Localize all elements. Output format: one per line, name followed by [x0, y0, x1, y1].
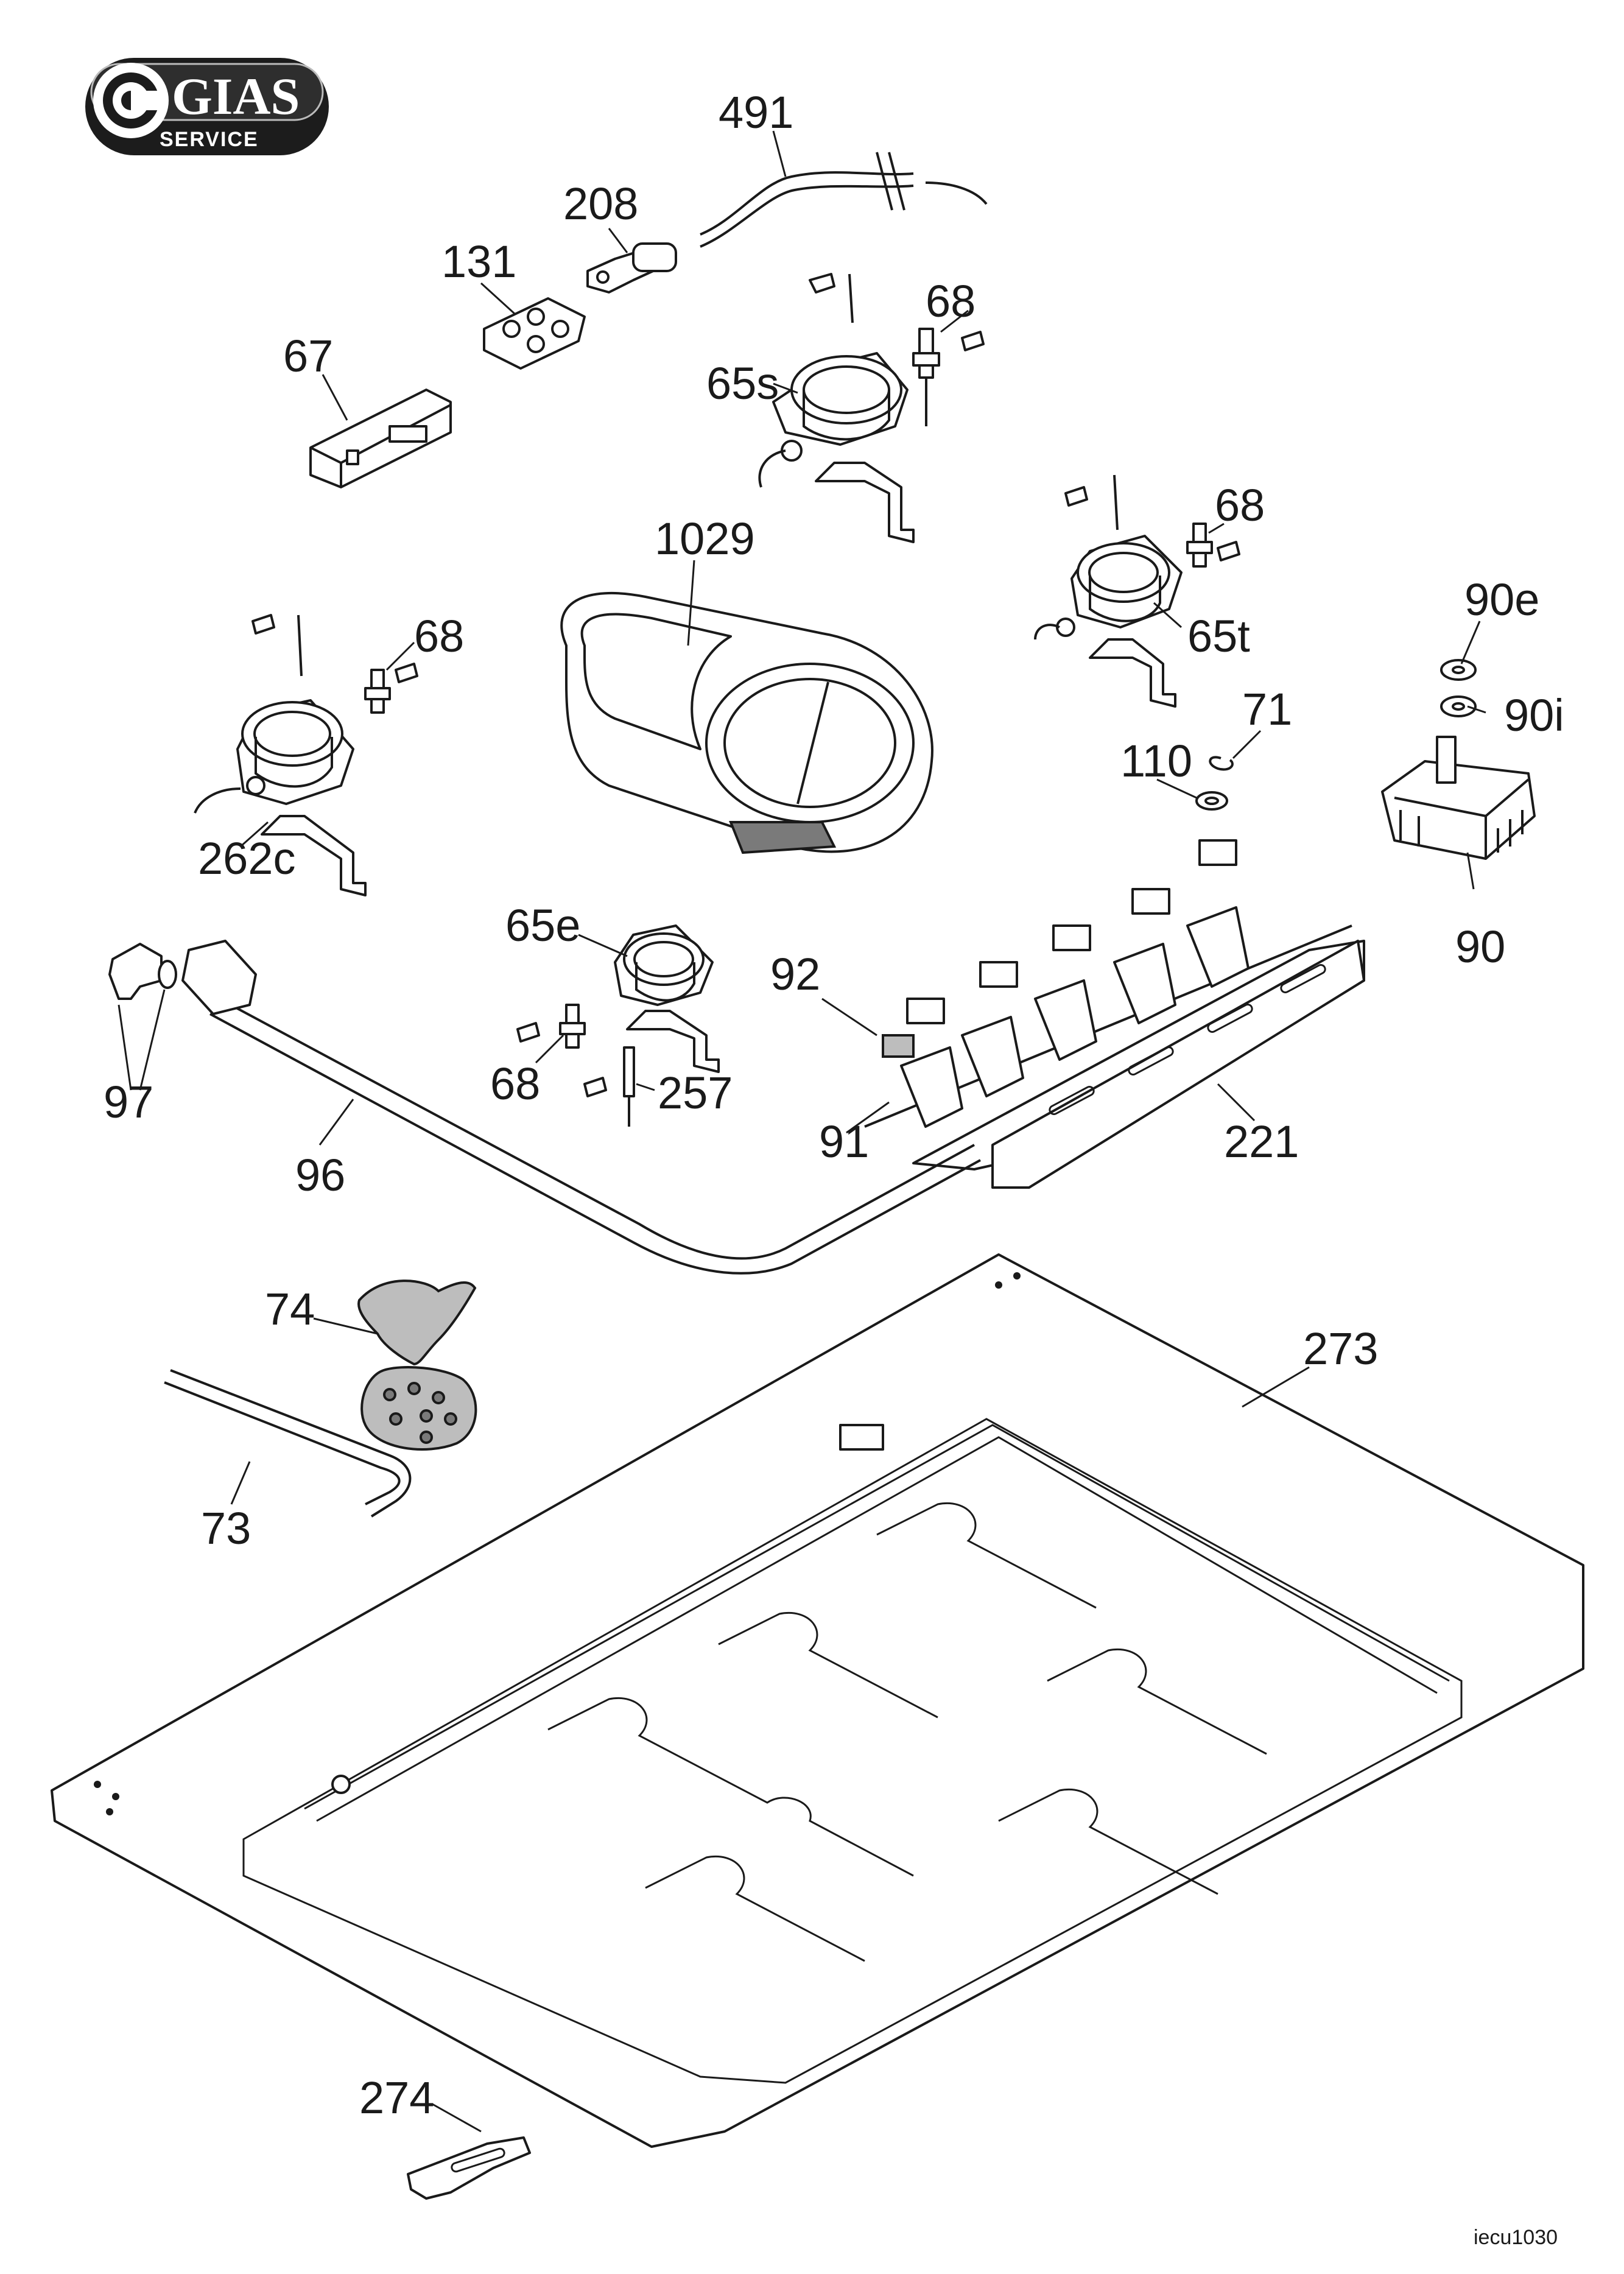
part-65e-burner-cup	[614, 924, 720, 1073]
part-65t-burner-cup	[1034, 535, 1183, 708]
callout-110: 110	[1120, 736, 1192, 786]
clip-icon	[961, 331, 985, 351]
leader-90i	[1467, 705, 1486, 714]
leader-91	[846, 1101, 890, 1134]
callout-73: 73	[201, 1503, 251, 1554]
part-68a-electrode	[912, 328, 940, 426]
leader-67	[322, 374, 348, 421]
callout-257: 257	[658, 1068, 733, 1118]
leader-257	[636, 1083, 655, 1091]
callout-274: 274	[359, 2072, 434, 2123]
leader-68d	[535, 1034, 564, 1064]
part-68c-electrode	[364, 669, 391, 714]
leader-73	[230, 1461, 251, 1505]
part-221-bracket	[912, 940, 1365, 1189]
part-131-terminal-block	[483, 297, 586, 370]
callout-92: 92	[770, 949, 820, 999]
callout-262c: 262c	[198, 833, 295, 884]
leader-71	[1232, 730, 1262, 759]
callout-65t: 65t	[1187, 611, 1250, 661]
leader-274	[432, 2103, 482, 2133]
callout-65e: 65e	[505, 900, 580, 951]
gias-service-logo: GIAS SERVICE	[85, 58, 329, 155]
leader-110	[1156, 778, 1197, 799]
spark-wire	[297, 614, 303, 677]
part-257-spark-electrode	[623, 1046, 635, 1127]
part-110-seal	[1195, 791, 1228, 811]
leader-65s	[773, 382, 798, 394]
leader-262c	[240, 821, 269, 848]
clip-icon	[516, 1022, 540, 1043]
clip-icon	[583, 1077, 607, 1097]
clip-icon	[1217, 541, 1240, 561]
leader-221	[1217, 1083, 1256, 1122]
callout-68-right: 68	[1215, 480, 1265, 530]
leader-90e	[1460, 621, 1481, 664]
part-491-cable	[700, 152, 988, 248]
part-1029-gasket	[560, 591, 933, 854]
spark-wire	[848, 273, 854, 323]
part-90i-washer	[1440, 695, 1477, 717]
callout-68-lower: 68	[490, 1058, 540, 1109]
callout-65s: 65s	[706, 358, 779, 409]
leader-90	[1466, 852, 1475, 890]
clip-icon	[395, 663, 418, 683]
part-208-clamp	[586, 242, 677, 294]
callout-221: 221	[1224, 1116, 1299, 1167]
part-273-base-tray	[51, 1253, 1584, 2148]
clip-icon	[809, 273, 835, 294]
leader-92	[821, 998, 877, 1037]
part-74-injector-bag	[357, 1280, 477, 1451]
leader-273	[1242, 1366, 1310, 1408]
leader-96	[318, 1099, 354, 1146]
leader-65t	[1153, 602, 1182, 628]
drawing-code: iecu1030	[1474, 2226, 1558, 2249]
callout-91: 91	[819, 1116, 869, 1167]
callout-68-top: 68	[926, 276, 975, 326]
callout-90: 90	[1455, 921, 1505, 972]
part-68d-electrode	[559, 1004, 586, 1049]
callout-90i: 90i	[1504, 690, 1564, 741]
logo-brand-text: GIAS	[172, 67, 300, 125]
logo-service-text: SERVICE	[160, 128, 259, 151]
callout-74: 74	[265, 1284, 315, 1334]
callout-273: 273	[1303, 1323, 1378, 1374]
callout-491: 491	[719, 87, 793, 138]
part-71-clip	[1209, 756, 1234, 771]
clip-icon	[1064, 486, 1088, 507]
leader-97	[118, 989, 166, 1091]
leader-68a	[940, 309, 969, 333]
part-68b-electrode	[1186, 523, 1213, 568]
part-274-bracket	[407, 2136, 531, 2200]
callout-1029: 1029	[655, 513, 755, 564]
leader-65e	[578, 934, 628, 957]
leader-208	[608, 228, 628, 253]
part-262c-burner-cup	[194, 699, 367, 896]
callout-68-left: 68	[414, 611, 464, 661]
leader-68c	[385, 641, 415, 671]
callout-71: 71	[1242, 684, 1292, 734]
part-67-ignition-module	[309, 389, 452, 488]
callout-90e: 90e	[1464, 574, 1539, 625]
part-91-gas-valve-assembly	[864, 839, 1352, 1128]
callout-97: 97	[104, 1077, 153, 1127]
part-73-tube	[164, 1369, 412, 1518]
spark-wire	[1113, 474, 1119, 530]
callout-67: 67	[283, 331, 333, 381]
part-65s-burner-cup	[758, 352, 915, 543]
callout-96: 96	[295, 1150, 345, 1200]
part-90e-washer	[1440, 659, 1477, 681]
clip-icon	[251, 614, 275, 635]
callout-131: 131	[441, 236, 516, 287]
part-96-gas-pipe	[181, 940, 981, 1275]
leader-491	[772, 130, 787, 177]
leader-74	[313, 1317, 378, 1335]
leader-131	[480, 282, 516, 315]
part-97-elbow-fitting	[108, 943, 177, 1000]
leader-1029	[687, 560, 695, 646]
callout-208: 208	[563, 178, 638, 229]
leader-68b	[1208, 523, 1225, 534]
part-90-selector-switch	[1381, 736, 1536, 860]
